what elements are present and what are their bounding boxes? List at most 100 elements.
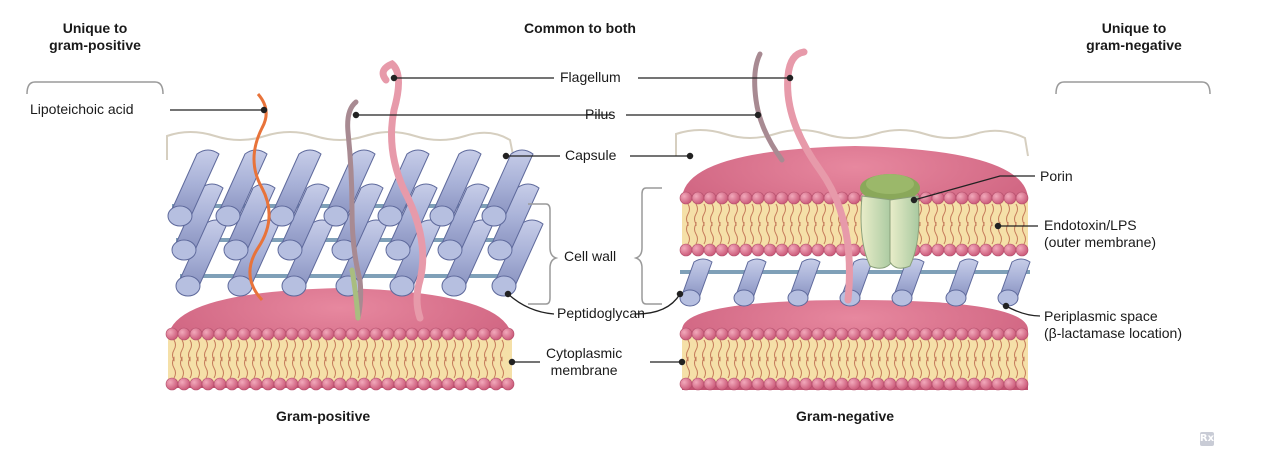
phospholipid-head xyxy=(787,327,801,341)
caption-gram-positive: Gram-positive xyxy=(276,408,371,424)
phospholipid-head xyxy=(823,327,837,341)
phospholipid-head xyxy=(943,243,957,257)
lipid-tail xyxy=(1014,339,1018,362)
phospholipid-head xyxy=(859,377,873,391)
lipid-tail xyxy=(292,339,296,362)
lipid-tail xyxy=(822,356,826,379)
lipid-tail xyxy=(830,203,834,226)
lipid-tail xyxy=(268,356,272,379)
gram-positive-bracket xyxy=(26,81,164,95)
cylinder-end xyxy=(277,239,303,261)
lipid-tail xyxy=(372,356,376,379)
phospholipid-head xyxy=(751,191,765,205)
peptidoglycan-cylinder xyxy=(482,149,534,217)
phospholipid-head xyxy=(775,377,789,391)
lipid-tail xyxy=(484,339,488,362)
lipid-tail xyxy=(428,339,432,362)
lipid-tail xyxy=(1006,203,1010,226)
label-peptidoglycan: Peptidoglycan xyxy=(557,305,645,321)
lipid-tail xyxy=(1014,356,1018,379)
phospholipid-head xyxy=(441,377,455,391)
lipid-tail xyxy=(252,356,256,379)
phospholipid-head xyxy=(429,377,443,391)
label-line-2: (outer membrane) xyxy=(1044,234,1157,250)
phospholipid-head xyxy=(931,327,945,341)
phospholipid-head xyxy=(213,327,227,341)
phospholipid-head xyxy=(991,191,1005,205)
phospholipid-head xyxy=(943,377,957,391)
lipid-tail xyxy=(734,222,738,245)
lipid-tail xyxy=(750,339,754,362)
lipid-tail xyxy=(950,222,954,245)
phospholipid-head xyxy=(907,377,921,391)
phospholipid-head xyxy=(261,327,275,341)
gn-flagellum-strand xyxy=(784,48,853,304)
phospholipid-head xyxy=(417,327,431,341)
phospholipid-head xyxy=(727,327,741,341)
phospholipid-head xyxy=(1003,191,1017,205)
gram-negative-bracket xyxy=(1055,81,1211,95)
lipid-tail xyxy=(958,339,962,362)
lipid-tail xyxy=(404,356,408,379)
peptidoglycan-cylinder xyxy=(270,149,322,217)
label-endotoxin-lps: Endotoxin/LPS (outer membrane) xyxy=(1044,217,1156,251)
lipid-tail xyxy=(710,222,714,245)
phospholipid-head xyxy=(297,327,311,341)
phospholipid-head xyxy=(751,243,765,257)
cylinder-end xyxy=(385,239,411,261)
label-capsule: Capsule xyxy=(565,147,617,163)
lipid-tail xyxy=(846,356,850,379)
lipid-tail xyxy=(726,222,730,245)
phospholipid-head xyxy=(883,377,897,391)
phospholipid-head xyxy=(799,377,813,391)
lipid-tail xyxy=(886,339,890,362)
lipid-tail xyxy=(260,356,264,379)
lipid-tail xyxy=(982,339,986,362)
lipid-tail xyxy=(798,356,802,379)
phospholipid-head xyxy=(859,327,873,341)
lipid-tail xyxy=(734,339,738,362)
phospholipid-head xyxy=(895,327,909,341)
label-line-2: membrane xyxy=(550,362,618,378)
lipid-tail xyxy=(998,356,1002,379)
phospholipid-head xyxy=(823,377,837,391)
cylinder-end xyxy=(269,205,295,227)
cell-wall-bracket-left xyxy=(528,203,559,305)
lipid-tail xyxy=(718,203,722,226)
lipid-tail xyxy=(998,203,1002,226)
phospholipid-head xyxy=(453,327,467,341)
phospholipid-head xyxy=(811,191,825,205)
phospholipid-head xyxy=(501,377,515,391)
lipid-tail xyxy=(782,203,786,226)
lipid-tail xyxy=(476,339,480,362)
lipid-tail xyxy=(1006,339,1010,362)
phospholipid-head xyxy=(811,327,825,341)
phospholipid-head xyxy=(177,327,191,341)
lipid-tail xyxy=(492,356,496,379)
phospholipid-head xyxy=(1003,327,1017,341)
peptidoglycan-cylinder xyxy=(278,183,330,251)
phospholipid-head xyxy=(703,243,717,257)
lipid-tail xyxy=(726,356,730,379)
lipid-tail xyxy=(300,356,304,379)
phospholipid-head xyxy=(931,243,945,257)
label-line-1: Endotoxin/LPS xyxy=(1044,217,1137,233)
label-cell-wall: Cell wall xyxy=(564,248,617,264)
lipid-tail xyxy=(950,356,954,379)
lipid-tail xyxy=(484,356,488,379)
lipid-tail xyxy=(942,222,946,245)
cylinder-end xyxy=(733,289,755,307)
lipid-tail xyxy=(742,356,746,379)
phospholipid-head xyxy=(273,327,287,341)
lipid-tail xyxy=(966,222,970,245)
phospholipid-head xyxy=(489,377,503,391)
lipid-tail xyxy=(758,222,762,245)
phospholipid-head xyxy=(321,377,335,391)
lipid-tail xyxy=(982,222,986,245)
phospholipid-head xyxy=(691,243,705,257)
phospholipid-head xyxy=(955,243,969,257)
cylinder-end xyxy=(787,289,809,307)
lipid-tail xyxy=(830,222,834,245)
phospholipid-head xyxy=(405,377,419,391)
